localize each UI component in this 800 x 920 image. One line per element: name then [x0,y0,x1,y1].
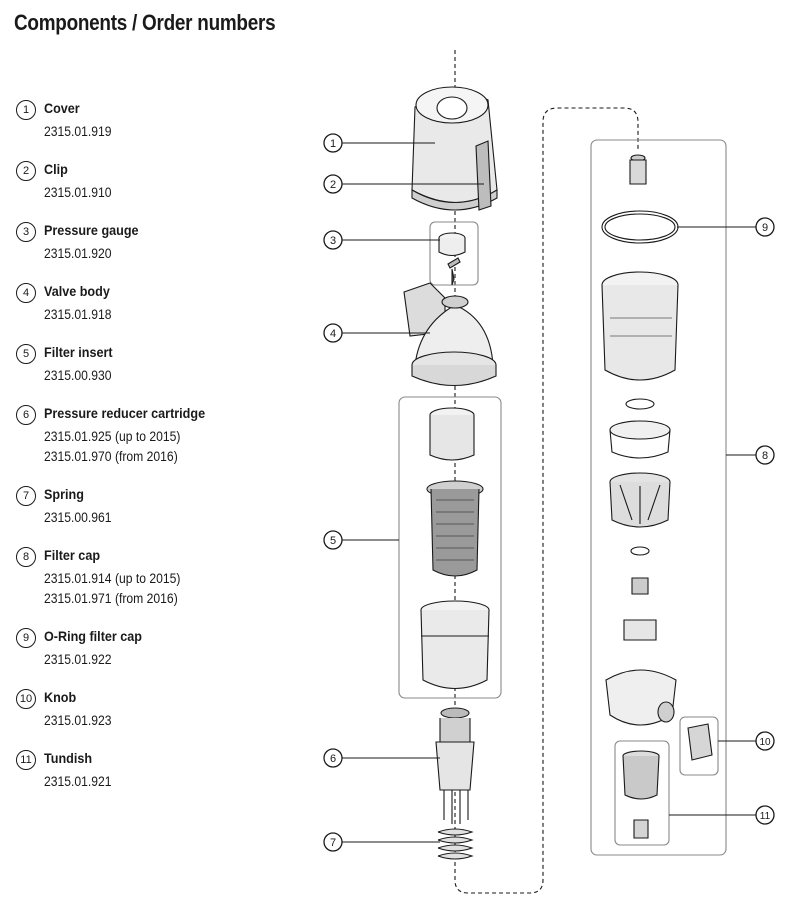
part-number-badge: 5 [16,344,36,364]
order-number: 2315.01.921 [44,774,112,789]
callout-label-6: 6 [330,753,336,765]
callout-circle-1 [323,133,343,153]
callout-leaders [342,142,756,843]
callout-label-9: 9 [762,222,768,234]
callout-circle-9 [755,217,775,237]
callout-badges [323,133,775,852]
clip-drawing [475,140,492,211]
part-number-badge: 2 [16,161,36,181]
part-number-badge: 1 [16,100,36,120]
part-name: Valve body [44,283,110,299]
part-name: Cover [44,100,80,116]
callout-circle-10 [755,731,775,751]
part-item-valve-body: 4 Valve body 2315.01.918 [16,283,276,344]
part-number-badge: 11 [16,750,36,770]
order-number: 2315.01.910 [44,185,112,200]
filter-insert-drawing [420,407,490,689]
part-name: Tundish [44,750,93,766]
parts-list: 1 Cover 2315.01.919 2 Clip 2315.01.910 3… [16,100,276,811]
callout-circle-3 [323,230,343,250]
order-number: 2315.01.923 [44,713,112,728]
valve-body-drawing [403,282,497,387]
part-item-pressure-gauge: 3 Pressure gauge 2315.01.920 [16,222,276,283]
callout-label-3: 3 [330,235,336,247]
filter-cap-top-fitting-drawing [629,154,647,185]
assembly-axis-line [454,50,639,894]
callout-label-1: 1 [330,138,336,150]
o-ring-inner [604,213,676,241]
part-number-badge: 7 [16,486,36,506]
part-number-badge: 4 [16,283,36,303]
part-item-o-ring-filter-cap: 9 O-Ring filter cap 2315.01.922 [16,628,276,689]
order-number: 2315.00.961 [44,510,112,525]
callout-label-11: 11 [760,811,771,822]
part-name: Pressure gauge [44,222,139,238]
callout-circle-2 [323,174,343,194]
order-number: 2315.01.918 [44,307,112,322]
order-number: 2315.01.919 [44,124,112,139]
part-name: Clip [44,161,68,177]
callout-label-7: 7 [330,837,336,849]
part-name: Knob [44,689,77,705]
part-item-cover: 1 Cover 2315.01.919 [16,100,276,161]
callout-circle-7 [323,832,343,852]
part-item-clip: 2 Clip 2315.01.910 [16,161,276,222]
order-number-line: 2315.01.914 (up to 2015) [44,571,181,586]
order-number: 2315.01.914 (up to 2015) 2315.01.971 (fr… [44,569,180,609]
pressure-gauge-group-box [429,221,479,286]
callout-circle-5 [323,530,343,550]
part-item-pressure-reducer-cartridge: 6 Pressure reducer cartridge 2315.01.925… [16,405,276,486]
page-title: Components / Order numbers [14,10,276,35]
order-number-line: 2315.01.925 (up to 2015) [44,429,181,444]
order-number: 2315.01.925 (up to 2015) 2315.01.970 (fr… [44,427,180,467]
part-name: O-Ring filter cap [44,628,143,644]
part-item-filter-cap: 8 Filter cap 2315.01.914 (up to 2015) 23… [16,547,276,628]
part-number-badge: 10 [16,689,36,709]
callout-label-10: 10 [759,737,771,748]
order-number: 2315.01.922 [44,652,112,667]
part-name: Spring [44,486,84,502]
part-item-tundish: 11 Tundish 2315.01.921 [16,750,276,811]
knob-group-box [679,716,719,776]
part-item-spring: 7 Spring 2315.00.961 [16,486,276,547]
tundish-group-box [614,740,670,846]
callout-circle-6 [323,748,343,768]
part-name: Pressure reducer cartridge [44,405,206,421]
part-number-badge: 9 [16,628,36,648]
filter-cap-group-box [590,139,727,856]
knob-drawing [687,723,713,761]
part-name: Filter insert [44,344,113,360]
order-number: 2315.00.930 [44,368,112,383]
pressure-gauge-drawing [438,232,466,286]
callout-label-2: 2 [330,179,336,191]
callout-circle-11 [755,805,775,825]
part-number-badge: 6 [16,405,36,425]
part-number-badge: 3 [16,222,36,242]
tundish-drawing [622,750,660,839]
o-ring-filter-cap-drawing [601,210,679,244]
callout-circle-8 [755,445,775,465]
filter-cap-drawing [601,271,679,726]
filter-insert-group-box [398,396,502,699]
order-number-line: 2315.01.971 (from 2016) [44,591,178,606]
callout-label-4: 4 [330,328,336,340]
pressure-reducer-cartridge-drawing [435,707,475,824]
part-item-knob: 10 Knob 2315.01.923 [16,689,276,750]
part-number-badge: 8 [16,547,36,567]
part-name: Filter cap [44,547,101,563]
cover-drawing [411,86,498,211]
part-item-filter-insert: 5 Filter insert 2315.00.930 [16,344,276,405]
callout-label-8: 8 [762,450,768,462]
spring-drawing [437,828,474,860]
order-number-line: 2315.01.970 (from 2016) [44,449,178,464]
order-number: 2315.01.920 [44,246,112,261]
callout-circle-4 [323,323,343,343]
callout-label-5: 5 [330,535,336,547]
